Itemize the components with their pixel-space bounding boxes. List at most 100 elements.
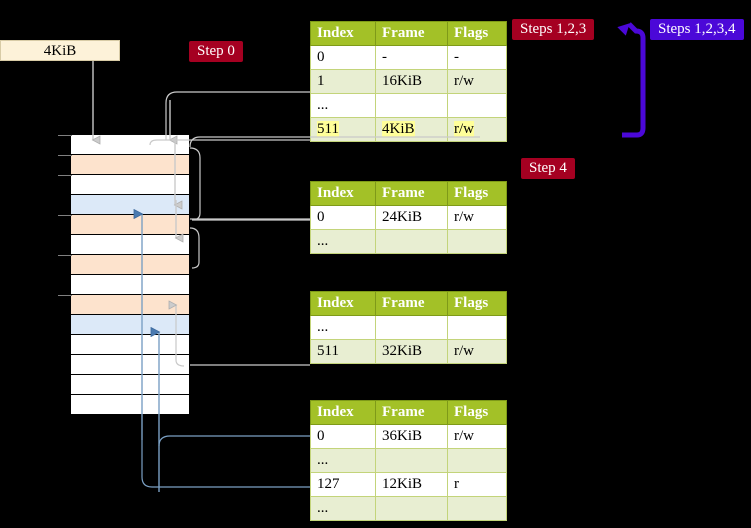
cell-index: ... (310, 229, 376, 254)
cell-index: 511 (310, 339, 376, 364)
badge-step-0-label: Step 0 (197, 43, 235, 59)
cell-frame-text: 4KiB (382, 121, 415, 137)
column-header-frame: Frame (375, 181, 448, 206)
memory-block (71, 275, 189, 295)
cell-flags: r/w (447, 117, 507, 142)
memory-block (71, 295, 189, 315)
badge-step-4-label: Step 4 (529, 160, 567, 176)
cell-flags (447, 315, 507, 340)
memory-tick (58, 215, 72, 216)
source-frame-box: 4KiB (0, 40, 120, 61)
table-row: 511 32KiB r/w (310, 339, 507, 364)
purple-bracket-arrow (617, 22, 646, 138)
page-table-level-1: Index Frame Flags 0 36KiB r/w ... 127 12… (310, 400, 507, 521)
memory-block (71, 155, 189, 175)
memory-tick (58, 295, 72, 296)
memory-block (71, 355, 189, 375)
cell-index: 511 (310, 117, 376, 142)
column-header-frame: Frame (375, 400, 448, 425)
connector-memory-to-l3 (175, 141, 310, 221)
column-header-index: Index (310, 21, 376, 46)
cell-index: ... (310, 93, 376, 118)
cell-flags-text: r/w (454, 121, 474, 137)
cell-flags (447, 93, 507, 118)
cell-flags: r (447, 472, 507, 497)
memory-block (71, 315, 189, 335)
table-row: 127 12KiB r (310, 472, 507, 497)
cell-frame: - (375, 45, 448, 70)
memory-block (71, 135, 189, 155)
table-row: ... (310, 229, 507, 254)
physical-memory-column (70, 134, 190, 416)
table-row: ... (310, 448, 507, 473)
cell-index: ... (310, 315, 376, 340)
badge-steps-1234: Steps 1,2,3,4 (650, 19, 744, 40)
memory-block (71, 195, 189, 215)
cell-index: 0 (310, 424, 376, 449)
page-table-level-3: Index Frame Flags 0 24KiB r/w ... (310, 181, 507, 254)
column-header-frame: Frame (375, 21, 448, 46)
cell-flags: r/w (447, 69, 507, 94)
table-row: 511 4KiB r/w (310, 117, 507, 142)
cell-frame: 12KiB (375, 472, 448, 497)
cell-flags (447, 496, 507, 521)
memory-block (71, 375, 189, 395)
column-header-flags: Flags (447, 291, 507, 316)
cell-frame (375, 93, 448, 118)
cell-flags: r/w (447, 205, 507, 230)
cell-flags (447, 229, 507, 254)
table-row: 0 - - (310, 45, 507, 70)
table-row: 0 24KiB r/w (310, 205, 507, 230)
badge-steps-1234-label: Steps 1,2,3,4 (658, 21, 736, 37)
cell-frame (375, 496, 448, 521)
cell-flags: r/w (447, 339, 507, 364)
table-row: ... (310, 93, 507, 118)
memory-tick (58, 135, 72, 136)
table-row: ... (310, 496, 507, 521)
connector-memory-to-l2 (176, 305, 310, 367)
cell-index: 127 (310, 472, 376, 497)
cell-frame (375, 448, 448, 473)
memory-tick (58, 255, 72, 256)
memory-block (71, 215, 189, 235)
badge-steps-123-label: Steps 1,2,3 (520, 21, 587, 37)
cell-index: ... (310, 496, 376, 521)
table-row: ... (310, 315, 507, 340)
column-header-index: Index (310, 181, 376, 206)
cell-index: 0 (310, 205, 376, 230)
cell-frame: 16KiB (375, 69, 448, 94)
cell-index: ... (310, 448, 376, 473)
memory-block (71, 335, 189, 355)
table-row: 0 36KiB r/w (310, 424, 507, 449)
badge-steps-123: Steps 1,2,3 (512, 19, 595, 40)
badge-step-4: Step 4 (521, 158, 575, 179)
column-header-index: Index (310, 291, 376, 316)
column-header-index: Index (310, 400, 376, 425)
cell-frame: 24KiB (375, 205, 448, 230)
cell-flags: r/w (447, 424, 507, 449)
cell-frame: 4KiB (375, 117, 448, 142)
column-header-flags: Flags (447, 400, 507, 425)
cell-index: 1 (310, 69, 376, 94)
source-frame-label: 4KiB (43, 43, 77, 59)
memory-tick (58, 175, 72, 176)
memory-tick (58, 155, 72, 156)
cell-frame (375, 229, 448, 254)
cell-index: 0 (310, 45, 376, 70)
memory-block (71, 395, 189, 415)
badge-step-0: Step 0 (189, 41, 243, 62)
column-header-flags: Flags (447, 21, 507, 46)
cell-index-text: 511 (317, 121, 339, 137)
table-row: 1 16KiB r/w (310, 69, 507, 94)
column-header-flags: Flags (447, 181, 507, 206)
page-table-level-4: Index Frame Flags 0 - - 1 16KiB r/w ... (310, 21, 507, 142)
memory-block (71, 235, 189, 255)
column-header-frame: Frame (375, 291, 448, 316)
cell-flags: - (447, 45, 507, 70)
cell-frame: 32KiB (375, 339, 448, 364)
page-table-level-2: Index Frame Flags ... 511 32KiB r/w (310, 291, 507, 364)
memory-block (71, 255, 189, 275)
cell-frame (375, 315, 448, 340)
cell-flags (447, 448, 507, 473)
